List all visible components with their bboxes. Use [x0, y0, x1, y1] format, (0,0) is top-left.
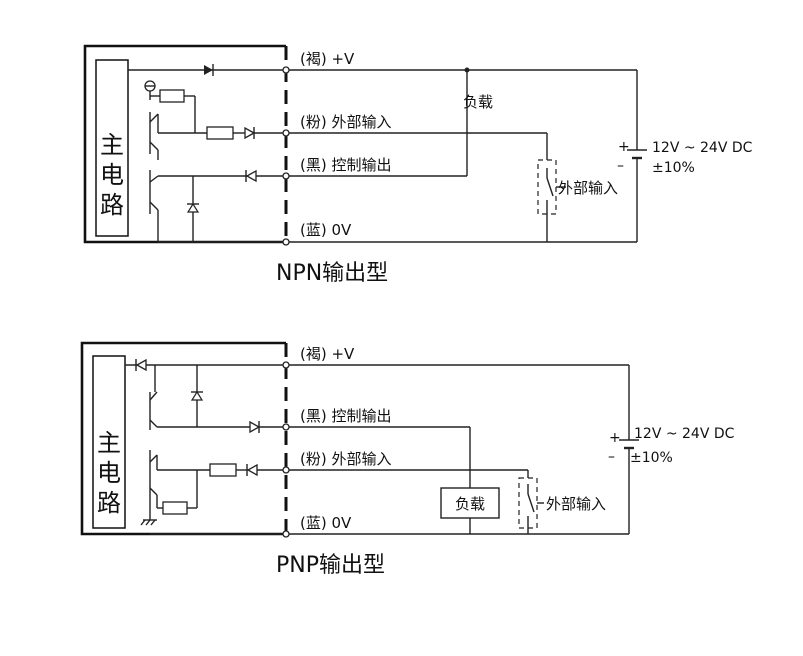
npn-terminal-zero — [282, 238, 290, 246]
npn-load-label: 负载 — [463, 93, 493, 111]
pnp-title: PNP输出型 — [276, 553, 385, 578]
pnp-plus-sign: + — [609, 430, 621, 446]
npn-supply-tolerance: ±10% — [652, 160, 695, 176]
npn-main-circuit-char-2: 电 — [100, 161, 124, 189]
npn-vplus-diode-icon — [204, 65, 213, 75]
pnp-main-circuit-char-2: 电 — [97, 459, 121, 487]
pnp-minus-sign: – — [608, 449, 615, 465]
npn-plus-sign: + — [618, 139, 630, 155]
pnp-switch-label: 外部输入 — [546, 495, 606, 513]
pnp-terminal-vplus — [282, 361, 290, 369]
npn-terminal-ext-input — [282, 129, 290, 137]
pnp-vplus-diode-icon — [135, 358, 147, 372]
pnp-main-circuit-box — [92, 355, 126, 529]
npn-switch-label: 外部输入 — [558, 179, 618, 197]
pnp-label-zero: (蓝) 0V — [300, 514, 352, 532]
npn-terminal-output — [282, 172, 290, 180]
npn-input-diode-icon — [244, 126, 256, 140]
npn-zener-icon — [186, 202, 200, 213]
npn-main-circuit-char-1: 主 — [100, 131, 124, 159]
pnp-input-diode-icon — [246, 463, 258, 477]
npn-supply-voltage: 12V ~ 24V DC — [652, 140, 753, 156]
npn-diagram: 主 电 路 — [83, 44, 753, 286]
pnp-load-label: 负载 — [455, 495, 485, 513]
pnp-label-output: (黑) 控制输出 — [300, 407, 391, 425]
npn-main-circuit-box — [95, 59, 129, 237]
pnp-diagram: 主 电 路 — [80, 341, 735, 578]
npn-title: NPN输出型 — [276, 261, 388, 286]
pnp-supply-tolerance: ±10% — [630, 450, 673, 466]
npn-input-resistor-icon — [206, 126, 234, 140]
pnp-load-box — [440, 487, 500, 519]
pnp-terminal-ext-input — [282, 466, 290, 474]
npn-main-circuit-char-3: 路 — [100, 191, 124, 219]
npn-label-zero: (蓝) 0V — [300, 221, 352, 239]
pnp-input-resistor-icon — [209, 463, 237, 477]
npn-terminal-vplus — [282, 66, 290, 74]
pnp-terminal-zero — [282, 530, 290, 538]
pnp-bias-resistor-icon — [162, 501, 188, 515]
npn-minus-sign: – — [617, 158, 624, 174]
pnp-main-circuit-char-3: 路 — [97, 489, 121, 517]
pnp-terminal-output — [282, 423, 290, 431]
pnp-main-circuit-char-1: 主 — [97, 429, 121, 457]
pnp-label-vplus: (褐) +V — [300, 345, 355, 363]
npn-bias-resistor-icon — [159, 89, 185, 103]
pnp-supply-voltage: 12V ~ 24V DC — [634, 426, 735, 442]
pnp-output-diode-icon — [249, 420, 261, 434]
pnp-zener-icon — [190, 390, 204, 401]
npn-output-diode-icon — [245, 169, 257, 183]
npn-label-vplus: (褐) +V — [300, 50, 355, 68]
npn-label-output: (黑) 控制输出 — [300, 156, 391, 174]
pnp-label-ext-input: (粉) 外部输入 — [300, 450, 391, 468]
npn-label-ext-input: (粉) 外部输入 — [300, 113, 391, 131]
